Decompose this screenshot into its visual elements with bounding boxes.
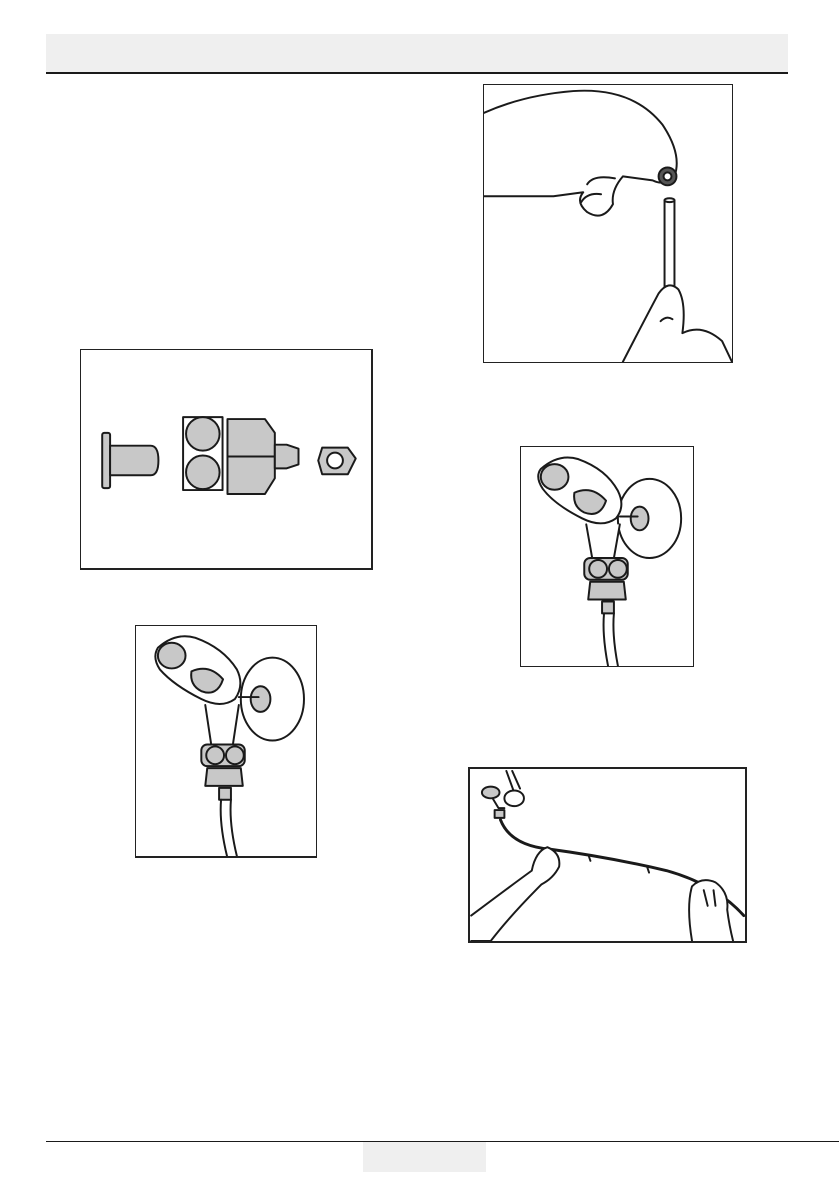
- valve-round-bottom: [186, 456, 220, 490]
- figure-valve-connected-right: [520, 446, 694, 667]
- valve-round-top: [186, 417, 220, 451]
- valve-stem: [205, 705, 239, 744]
- left-hand: [471, 847, 559, 941]
- adapter-body: [110, 446, 158, 476]
- hose-hex-nut: [205, 768, 243, 786]
- header-band: [46, 34, 788, 74]
- valve-connected-right-illustration: [521, 447, 693, 666]
- right-hand: [689, 880, 733, 941]
- water-hose: [604, 613, 618, 665]
- adapter-flange: [102, 433, 110, 488]
- upper-hand: [484, 91, 677, 216]
- valve-nipple: [275, 445, 299, 469]
- wall-pipe: [506, 771, 520, 793]
- lower-hand: [623, 285, 732, 362]
- connector-parts-illustration: [81, 350, 371, 568]
- figure-insert-seal: [483, 84, 733, 363]
- figure-connector-parts: [80, 349, 373, 570]
- route-hose-illustration: [470, 769, 745, 941]
- valve-connected-left-illustration: [136, 626, 316, 856]
- figure-valve-connected-left: [135, 625, 317, 858]
- figure-route-hose: [468, 767, 747, 943]
- hose-hex-nut: [588, 582, 626, 600]
- page-number-tab: [363, 1142, 486, 1172]
- valve-stem: [586, 524, 620, 558]
- insert-seal-illustration: [484, 85, 732, 362]
- valve-small: [482, 787, 500, 799]
- water-hose: [221, 800, 237, 856]
